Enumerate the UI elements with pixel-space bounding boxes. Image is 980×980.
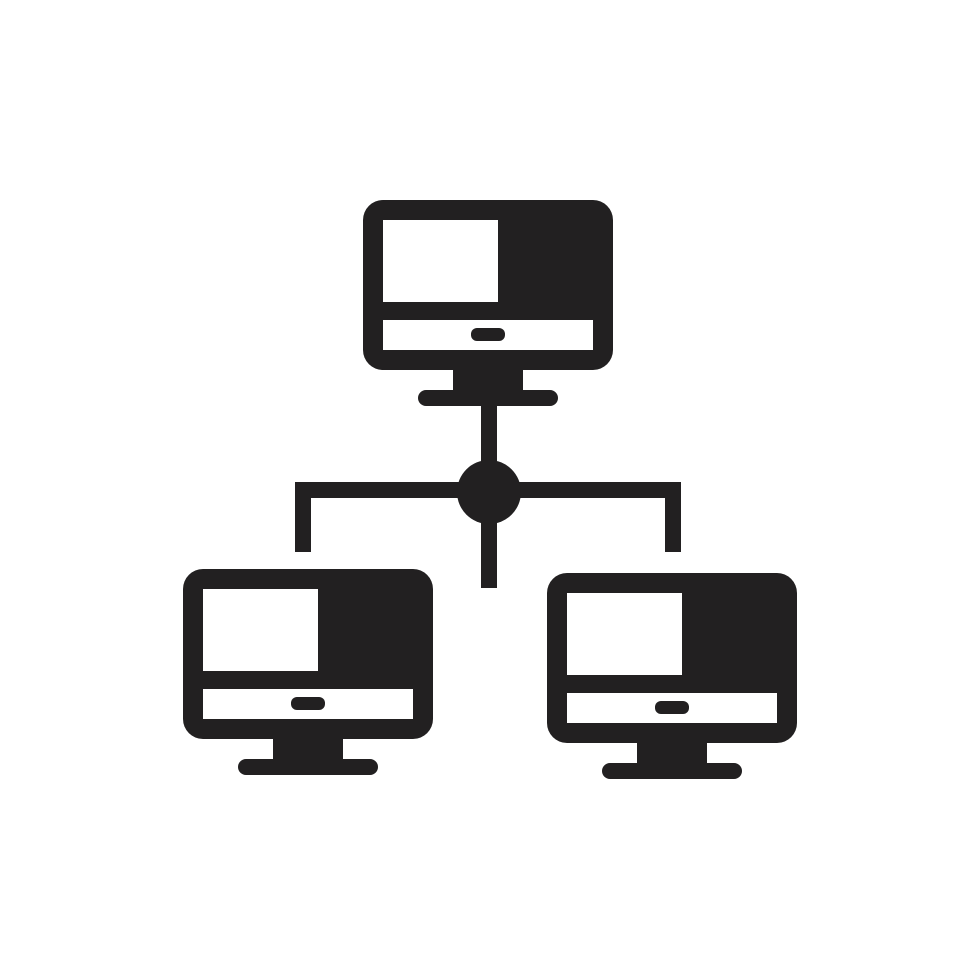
monitor-button: [655, 701, 689, 714]
right-drop-line: [665, 482, 681, 552]
network-connectors: [295, 400, 681, 588]
monitor-right-icon: [547, 573, 797, 779]
monitor-button: [291, 697, 325, 710]
monitor-screen: [203, 589, 318, 671]
monitor-top-icon: [363, 200, 613, 406]
monitor-base: [418, 390, 558, 406]
network-hub-node: [457, 460, 521, 524]
left-drop-line: [295, 482, 311, 552]
monitor-left-icon: [183, 569, 433, 775]
monitor-base: [238, 759, 378, 775]
monitor-base: [602, 763, 742, 779]
monitor-screen: [383, 220, 498, 302]
monitor-screen: [567, 593, 682, 675]
monitor-button: [471, 328, 505, 341]
